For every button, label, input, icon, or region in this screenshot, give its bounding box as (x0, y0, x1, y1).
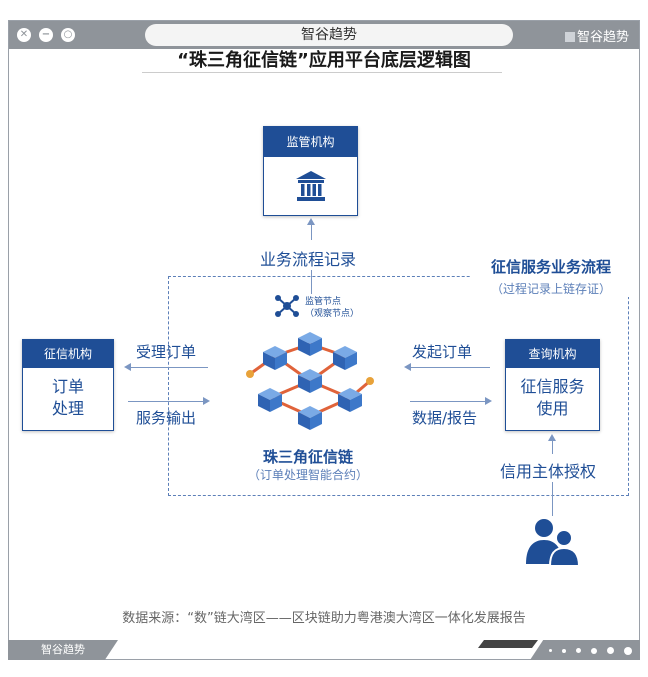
initiate-order-arrow-line (410, 367, 490, 368)
cube (258, 388, 282, 412)
accept-order-arrow-line (128, 367, 208, 368)
process-record-label: 业务流程记录 (260, 250, 357, 269)
chain-subtitle: （订单处理智能合约） (247, 468, 368, 482)
title-bar: ✕ − ○ 智谷趋势 智谷趋势 (9, 21, 639, 49)
regulator-body (264, 157, 357, 207)
auth-arrow-line-bottom (552, 482, 553, 516)
service-output-label: 服务输出 (136, 409, 197, 427)
node-label: 监管节点 （观察节点） (305, 296, 359, 320)
arrow-to-regulator-line (311, 222, 312, 240)
service-flow-area (168, 276, 629, 496)
regulator-header: 监管机构 (264, 127, 357, 157)
process-record-line (311, 270, 312, 294)
cube (333, 346, 357, 370)
title-divider (142, 72, 502, 73)
cube (298, 332, 322, 356)
cube (263, 346, 287, 370)
cube (338, 388, 362, 412)
subject-auth-label: 信用主体授权 (500, 462, 597, 481)
footer-accent (478, 640, 538, 648)
query-agency-header: 查询机构 (506, 340, 599, 368)
minimize-icon[interactable]: − (39, 28, 53, 42)
dot-icon (590, 647, 597, 654)
brand-top: 智谷趋势 (564, 26, 629, 45)
node-label-line1: 监管节点 (305, 297, 342, 307)
cube (298, 369, 322, 393)
auth-arrow-head (548, 434, 556, 441)
dot-icon (548, 649, 552, 652)
regulator-box: 监管机构 (263, 126, 358, 216)
users-icon (526, 519, 581, 567)
dot-icon (561, 648, 566, 653)
initiate-order-arrow-head (404, 363, 411, 371)
service-output-arrow-line (128, 401, 204, 402)
data-report-arrow-head (485, 397, 492, 405)
source-note: 数据来源：“数”链大湾区——区块链助力粤港澳大湾区一体化发展报告 (122, 611, 526, 626)
dot-icon (606, 647, 614, 654)
auth-arrow-line-top (552, 438, 553, 454)
query-agency-box: 查询机构 征信服务 使用 (505, 339, 600, 431)
chain-end-node (246, 370, 254, 378)
logo-icon (564, 32, 575, 42)
flow-subtitle: （过程记录上链存证） (490, 282, 611, 296)
brand-top-text: 智谷趋势 (576, 30, 629, 45)
accept-order-arrow-head (124, 363, 131, 371)
chain-name: 珠三角征信链 (262, 448, 353, 466)
credit-agency-body-line2: 处理 (51, 399, 84, 418)
dot-icon (575, 648, 581, 653)
flow-title: 征信服务业务流程 (490, 258, 611, 276)
query-agency-body: 征信服务 使用 (506, 368, 599, 420)
chain-end-node (366, 377, 374, 385)
credit-agency-body-line1: 订单 (51, 377, 84, 396)
footer-brand: 智谷趋势 (8, 640, 118, 660)
data-report-label: 数据/报告 (412, 409, 478, 427)
diagram-title: “珠三角征信链”应用平台底层逻辑图 (177, 50, 471, 71)
credit-agency-body: 订单 处理 (23, 368, 113, 420)
flow-title-block: 征信服务业务流程 （过程记录上链存证） (470, 256, 632, 297)
maximize-icon[interactable]: ○ (61, 28, 75, 42)
accept-order-label: 受理订单 (136, 343, 197, 361)
footer-bar: 智谷趋势 (8, 640, 640, 660)
close-icon[interactable]: ✕ (17, 28, 31, 42)
arrow-to-regulator-head (307, 218, 315, 225)
bank-building-icon (295, 171, 326, 201)
footer-dots (530, 640, 640, 660)
query-agency-body-line1: 征信服务 (520, 377, 585, 396)
query-agency-body-line2: 使用 (536, 399, 569, 418)
node-label-line2: （观察节点） (305, 309, 360, 319)
cube (298, 406, 322, 430)
regulator-node-icon (275, 295, 299, 317)
initiate-order-label: 发起订单 (412, 343, 473, 361)
dot-icon (624, 646, 632, 655)
blockchain-icon (246, 332, 374, 430)
data-report-arrow-line (410, 401, 486, 402)
credit-agency-box: 征信机构 订单 处理 (22, 339, 114, 431)
window-title: 智谷趋势 (145, 24, 513, 46)
credit-agency-header: 征信机构 (23, 340, 113, 368)
service-output-arrow-head (203, 397, 210, 405)
